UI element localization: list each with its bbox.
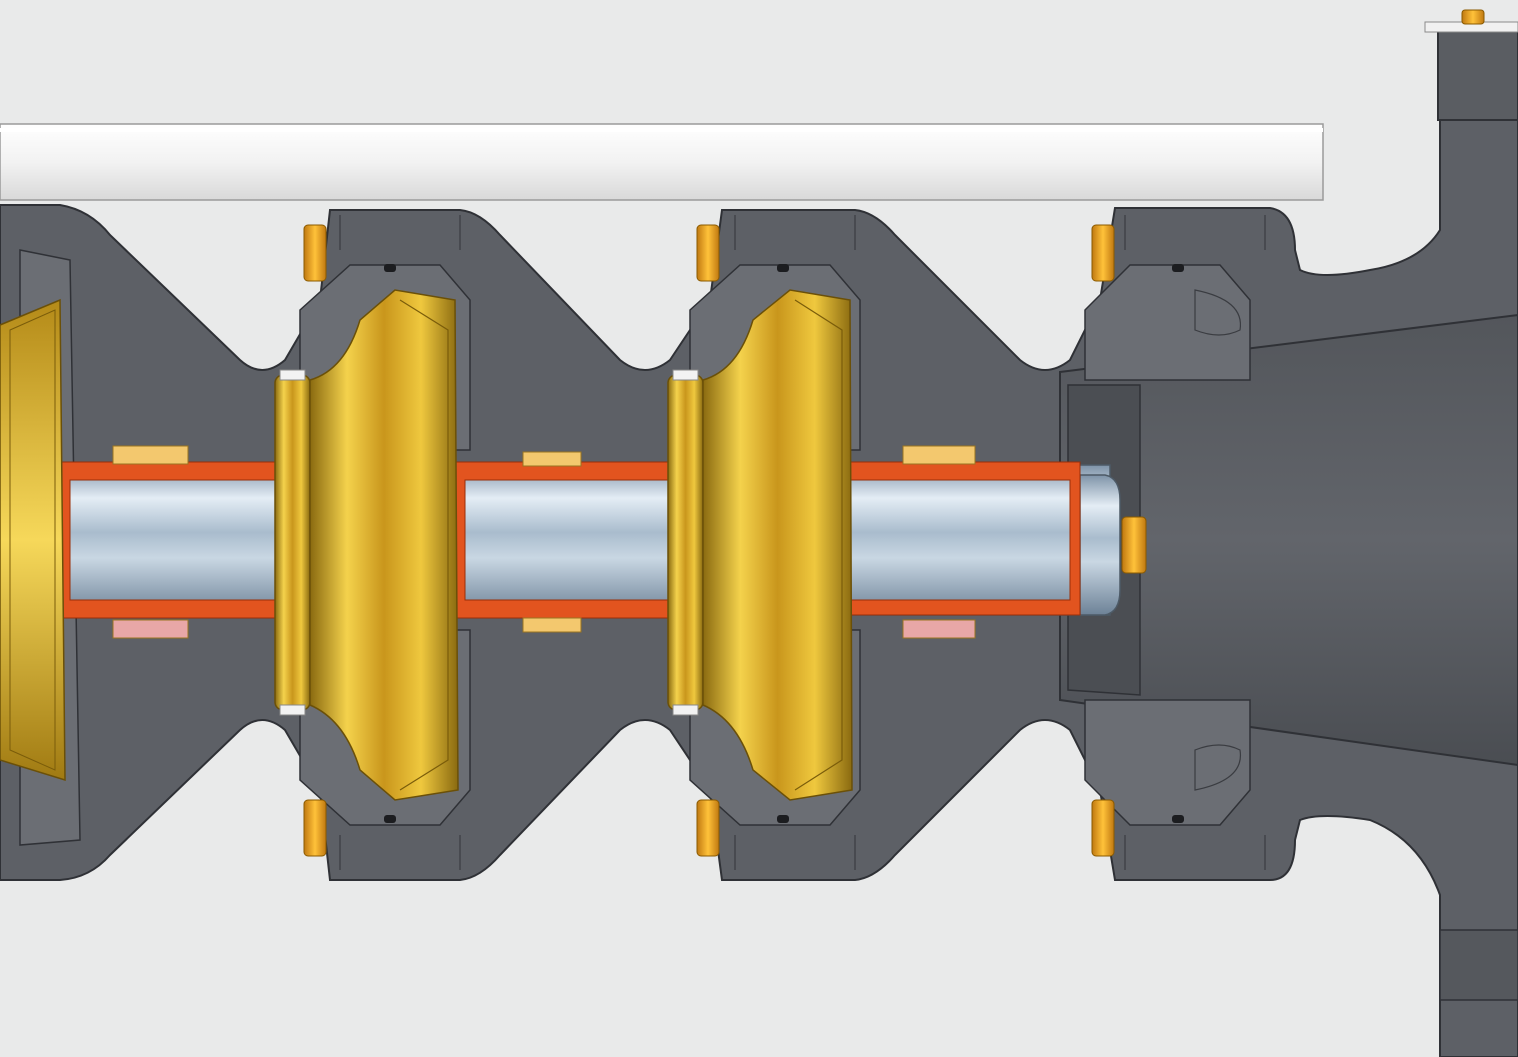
- impeller-3: [667, 289, 853, 801]
- casing-bolts: [303, 224, 1115, 857]
- impeller-2: [274, 289, 459, 801]
- casing-bolt: [696, 224, 720, 282]
- impellers: [0, 289, 853, 801]
- shaft: [59, 464, 1147, 616]
- shaft-nut: [1079, 474, 1121, 616]
- casing-bolt: [303, 224, 327, 282]
- shaft-end-bolt: [1121, 516, 1147, 574]
- tie-rod: [0, 123, 1324, 201]
- seal-rings: [384, 264, 1184, 823]
- shaft-sleeves: [59, 461, 1081, 619]
- casing-bolt: [1091, 224, 1115, 282]
- casing-details: [339, 215, 1266, 870]
- bearing-bushes: [112, 445, 976, 639]
- wear-ring: [667, 374, 704, 711]
- casing-bolt: [303, 799, 327, 857]
- casing-bolt: [1091, 799, 1115, 857]
- mounting-bracket: [1424, 9, 1518, 1001]
- impeller-1: [0, 298, 66, 782]
- wear-ring: [274, 374, 311, 711]
- casing-bolt: [696, 799, 720, 857]
